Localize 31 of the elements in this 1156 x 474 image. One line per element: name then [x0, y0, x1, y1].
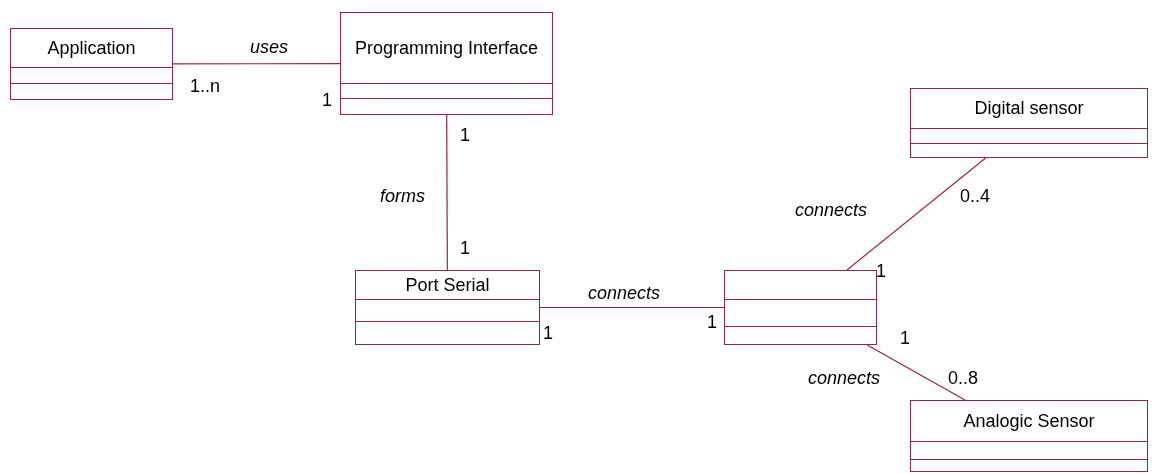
association-line	[846, 157, 987, 271]
class-box	[340, 12, 553, 115]
multiplicity-label: 0..8	[948, 368, 979, 389]
multiplicity-label: 1..n	[190, 76, 221, 97]
edge-label: forms	[380, 186, 425, 207]
multiplicity-label: 1	[707, 312, 717, 333]
edge-label: connects	[588, 283, 661, 304]
association-line	[172, 63, 341, 65]
multiplicity-label: 0..4	[960, 186, 991, 207]
class-box	[910, 400, 1148, 472]
multiplicity-label: 1	[543, 323, 553, 344]
edge-label: uses	[250, 37, 289, 58]
multiplicity-label: 1	[876, 261, 886, 282]
multiplicity-label: 1	[460, 238, 470, 259]
class-box	[724, 270, 877, 345]
multiplicity-label: 1	[460, 125, 470, 146]
multiplicity-label: 1	[322, 90, 332, 111]
association-line	[866, 344, 966, 401]
association-line	[446, 114, 448, 271]
class-name: Digital sensor	[974, 97, 1084, 120]
class-name: Application	[47, 36, 136, 60]
association-line	[539, 306, 725, 309]
class-box	[355, 270, 540, 345]
edge-label: connects	[808, 368, 881, 389]
class-name: Programming Interface	[354, 36, 539, 60]
class-name: Port Serial	[405, 273, 490, 297]
class-name: Analogic Sensor	[963, 409, 1095, 433]
edge-label: connects	[795, 200, 868, 221]
class-box	[910, 88, 1148, 158]
multiplicity-label: 1	[900, 328, 910, 349]
class-box	[10, 28, 173, 100]
